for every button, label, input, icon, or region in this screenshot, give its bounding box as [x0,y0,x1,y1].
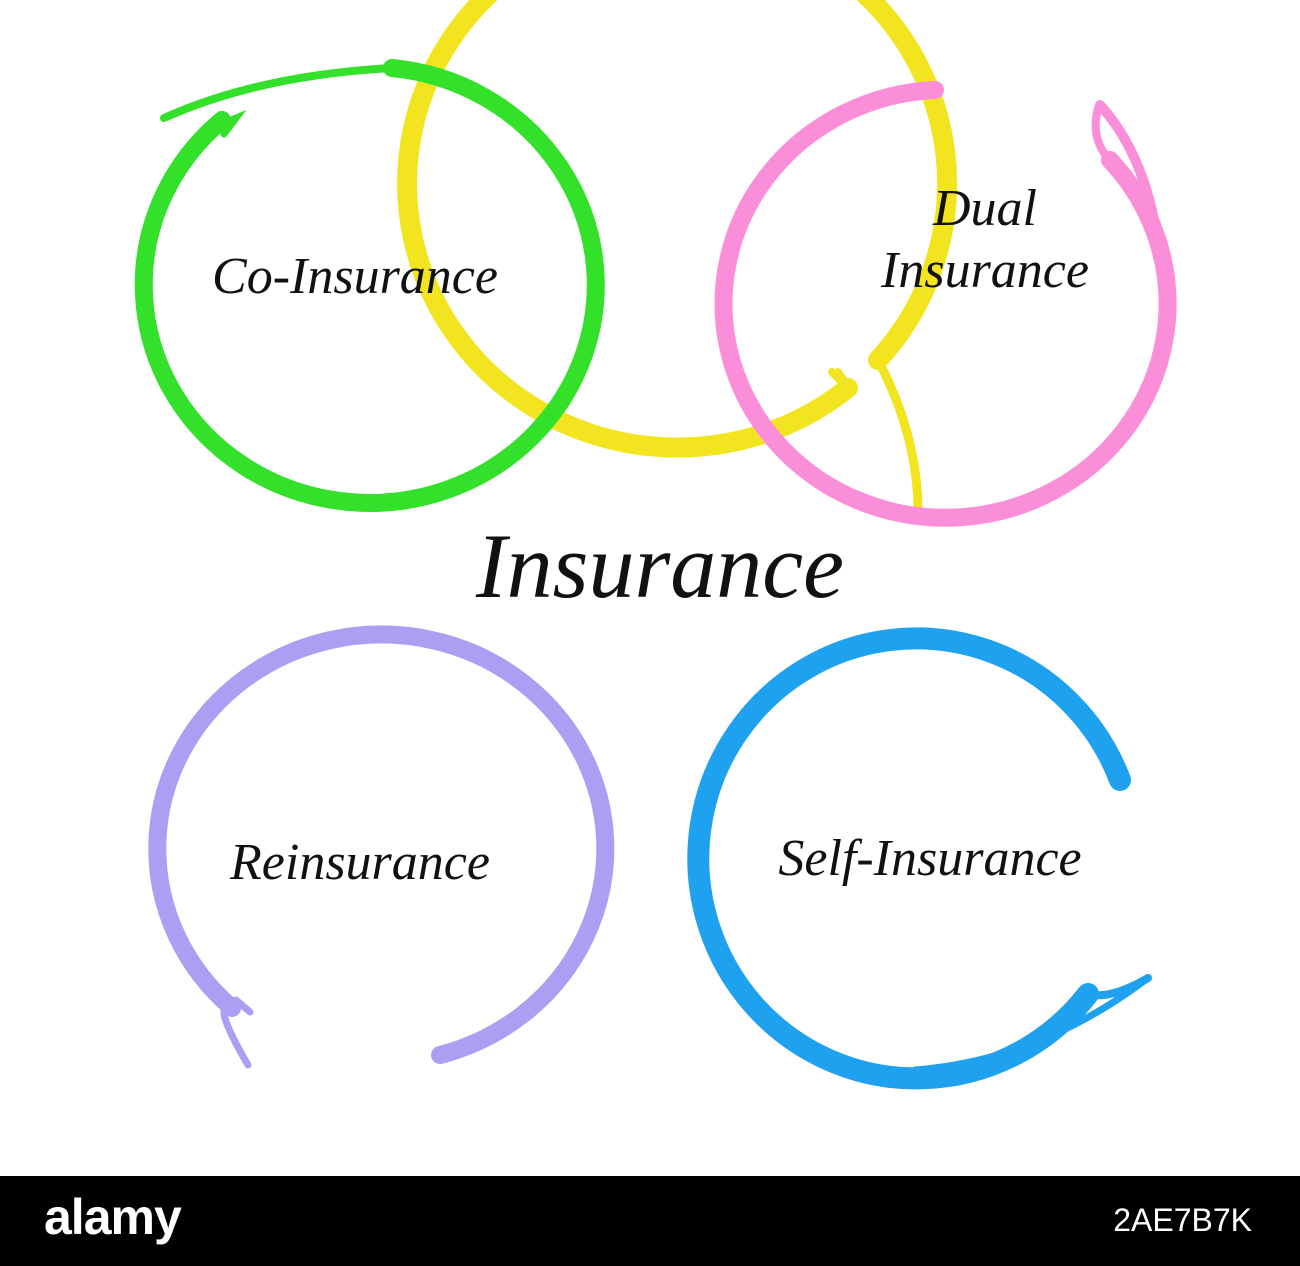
ring-reinsurance [148,625,615,1069]
diagram-canvas [134,0,1177,1090]
label-dual-insurance: Dual Insurance [820,178,1150,302]
watermark-bar: alamy 2AE7B7K [0,1176,1300,1266]
label-dual-insurance-line2: Insurance [881,242,1089,299]
watermark-logo: alamy [44,1189,182,1245]
label-reinsurance: Reinsurance [230,834,490,891]
watermark-image-id: 2AE7B7K [1113,1202,1252,1238]
label-self-insurance: Self-Insurance [778,830,1082,887]
ring-dual-insurance [714,81,1177,527]
label-insurance-center: Insurance [476,515,844,617]
ring-self-insurance [687,627,1152,1090]
label-dual-insurance-line1: Dual [933,180,1037,237]
ring-insurance [397,0,958,525]
ring-co-insurance [134,59,605,512]
label-co-insurance: Co-Insurance [212,248,498,305]
